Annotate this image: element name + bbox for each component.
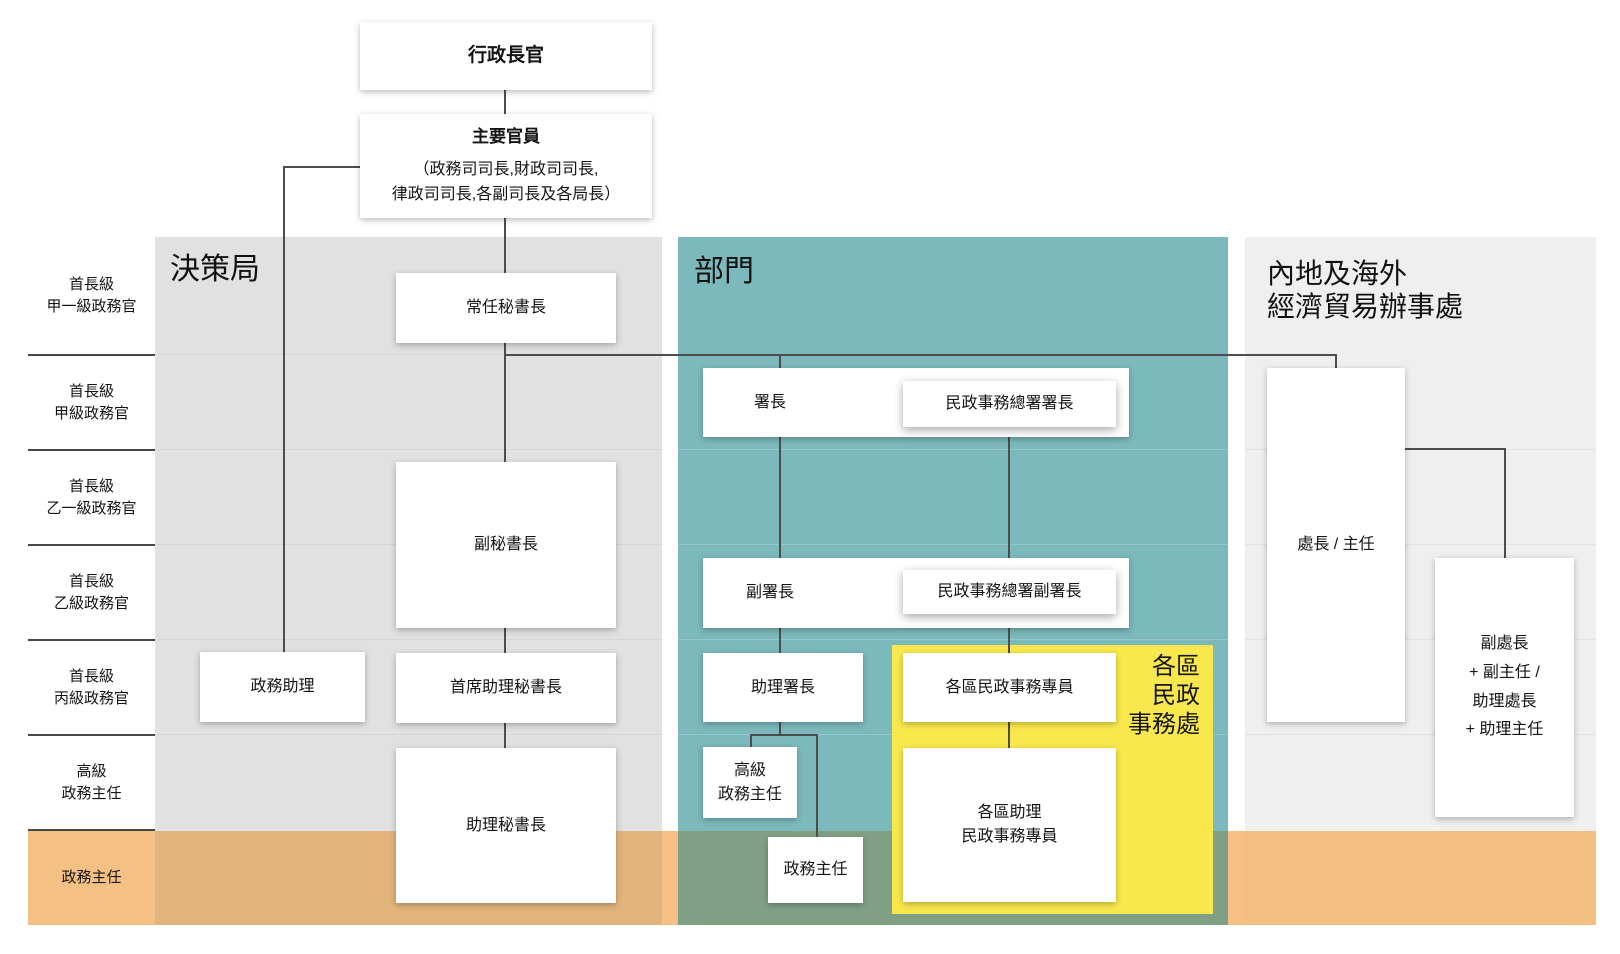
connector-line [1504,448,1506,558]
node-permanent-secretary: 常任秘書長 [396,273,616,343]
rank-label-a: 首長級 甲級政務官 [53,382,129,422]
node-principal-officials-title: 主要官員 [472,127,540,147]
rank-label-d1: 首長級 甲一級政務官 [46,276,137,315]
connector-line [1405,448,1506,450]
section-policy-bureaux: 決策局 [170,253,260,286]
rank-divider [28,354,155,356]
row-guide [1245,639,1596,640]
connector-line [504,343,506,462]
connector-line [504,723,506,748]
district-offices-region-label: 各區 民政 事務處 [1128,654,1200,738]
row-guide [155,734,662,735]
rank-divider [28,829,155,831]
ao-band-gap-1 [662,831,678,925]
node-admin-officer: 政務主任 [768,837,863,903]
rank-divider [28,449,155,451]
connector-line [1008,722,1010,748]
connector-line [283,166,363,168]
node-district-officer: 各區民政事務專員 [903,653,1116,722]
node-office-head: 處長 / 主任 [1267,368,1405,722]
connector-line [1008,427,1010,570]
connector-line [816,734,818,838]
node-assistant-district-officer: 各區助理 民政事務專員 [903,748,1116,902]
connector-line [504,218,506,273]
connector-line [1335,354,1337,368]
node-principal-assistant-secretary: 首席助理秘書長 [396,653,616,723]
row-guide [155,449,662,450]
rank-divider [28,544,155,546]
rank-label-b: 首長級 乙級政務官 [53,572,129,612]
rank-label-c: 首長級 丙級政務官 [53,667,129,707]
connector-line [779,354,781,368]
node-dha-director: 民政事務總署署長 [903,381,1116,427]
connector-line [779,628,781,653]
node-dha-deputy-director: 民政事務總署副署長 [903,570,1116,614]
connector-line [779,437,781,558]
node-assistant-secretary: 助理秘書長 [396,748,616,903]
node-office-deputy-head: 副處長 + 副主任 / 助理處長 + 助理主任 [1435,558,1574,817]
row-guide [1245,544,1596,545]
rank-divider [28,734,155,736]
row-guide [1245,734,1596,735]
connector-line [504,88,506,114]
node-assistant-director: 助理署長 [703,653,863,722]
node-director-label: 署長 [753,393,786,411]
ao-band-right-column [1245,831,1596,925]
connector-line [1008,614,1010,653]
connector-line [750,734,752,747]
connector-line [779,722,781,736]
rank-divider [28,639,155,641]
section-departments: 部門 [694,255,754,288]
node-senior-admin-officer: 高級 政務主任 [703,747,797,818]
connector-line [504,354,1337,356]
node-deputy-secretary: 副秘書長 [396,462,616,628]
ao-band-gap-2 [1228,831,1245,925]
connector-line [283,166,285,653]
row-guide [678,449,1228,450]
ao-band-label-cell [28,831,155,925]
node-deputy-director-label: 副署長 [745,584,794,601]
connector-line [750,734,818,736]
node-principal-officials-subtitle: （政務司司長,財政司司長, 律政司司長,各副司長及各局長） [391,160,621,204]
row-guide [678,544,1228,545]
row-guide [678,639,1228,640]
row-guide [155,639,662,640]
connector-line [504,628,506,653]
node-chief-executive: 行政長官 [360,22,652,90]
section-offices: 內地及海外 經濟貿易辦事處 [1267,259,1464,324]
rank-label-ao: 政務主任 [61,868,122,886]
rank-label-sao: 高級 政務主任 [61,762,122,802]
rank-label-b1: 首長級 乙一級政務官 [46,477,137,517]
row-guide [155,354,662,355]
node-political-assistant: 政務助理 [200,652,365,722]
node-principal-officials: 主要官員 （政務司司長,財政司司長, 律政司司長,各副司長及各局長） [360,114,652,218]
